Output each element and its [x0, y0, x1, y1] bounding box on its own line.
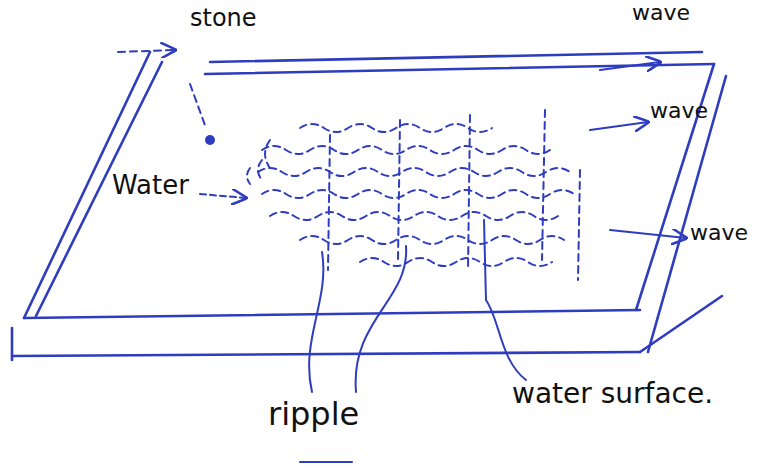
part-label: ripple [268, 398, 359, 430]
stone-dot [205, 135, 215, 145]
part-label: wave [650, 100, 708, 122]
part-label: Water [112, 172, 189, 198]
part-label: wave [632, 2, 690, 24]
part-label: wave [690, 222, 748, 244]
ripple-lines [247, 110, 580, 280]
part-label: water surface. [512, 380, 713, 408]
part-label: stone [190, 6, 257, 30]
tray-outline [12, 52, 726, 360]
